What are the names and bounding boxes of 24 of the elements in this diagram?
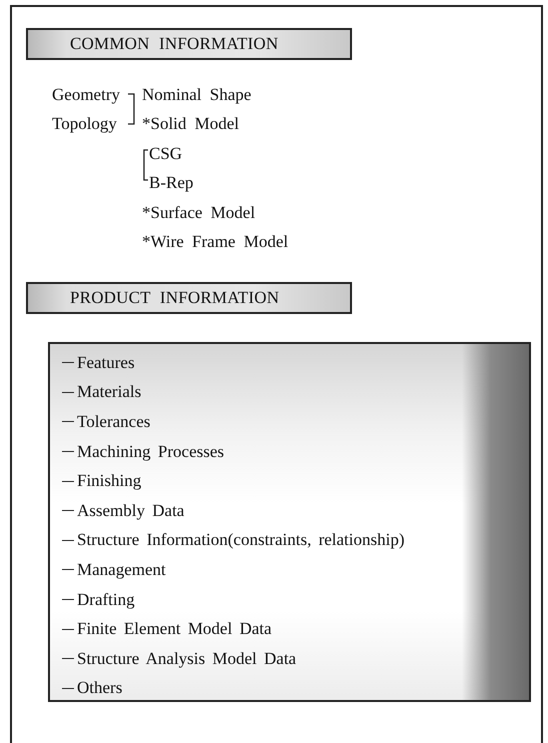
text-label: Geometry bbox=[52, 85, 120, 105]
list-item: Features bbox=[77, 352, 135, 373]
list-item: Tolerances bbox=[77, 412, 150, 432]
text-label: B-Rep bbox=[149, 173, 194, 193]
text-label: Topology bbox=[52, 114, 117, 134]
text-label: *Wire Frame Model bbox=[142, 232, 288, 252]
list-item: Structure Information(constraints, relationship) bbox=[77, 530, 404, 550]
page-frame bbox=[10, 5, 543, 743]
text-label: Nominal Shape bbox=[142, 85, 252, 105]
list-item: Drafting bbox=[77, 590, 135, 610]
list-item: Management bbox=[77, 560, 166, 580]
list-item: Finite Element Model Data bbox=[77, 619, 272, 640]
section-header: COMMON INFORMATION bbox=[26, 28, 352, 60]
text-label: CSG bbox=[149, 144, 182, 164]
list-item: Machining Processes bbox=[77, 442, 224, 462]
text-label: *Surface Model bbox=[142, 203, 256, 223]
text-label: *Solid Model bbox=[142, 114, 240, 134]
list-item: Others bbox=[77, 678, 122, 698]
list-item: Finishing bbox=[77, 471, 142, 492]
list-panel bbox=[48, 342, 531, 702]
list-item: Assembly Data bbox=[77, 500, 184, 521]
list-item: Materials bbox=[77, 382, 142, 402]
section-header: PRODUCT INFORMATION bbox=[26, 282, 352, 314]
list-item: Structure Analysis Model Data bbox=[77, 648, 296, 669]
